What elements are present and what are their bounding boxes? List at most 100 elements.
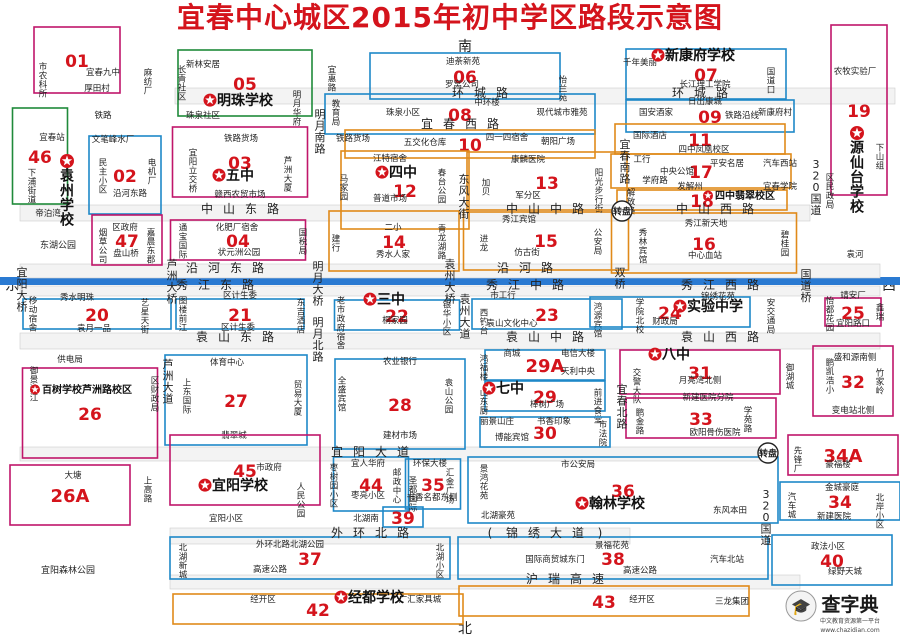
- svg-text:园: 园: [445, 405, 454, 415]
- district-number: 39: [391, 509, 415, 529]
- svg-text:局: 局: [826, 200, 835, 210]
- place-label: 外环北路北湖公园: [256, 539, 324, 550]
- svg-text:岭: 岭: [876, 385, 885, 396]
- district-09[interactable]: 09日出康城国安酒家新康府村铁路沿线: [625, 96, 795, 133]
- districts-layer: 01宜春九中厚田村铁路市农科所麻纺厂 05新林安居珠泉社区长青社区明月华府明珠学校…: [9, 24, 900, 625]
- district-border: [824, 297, 882, 327]
- district-05[interactable]: 05新林安居珠泉社区长青社区明月华府明珠学校: [177, 49, 313, 127]
- svg-text:0: 0: [813, 181, 820, 194]
- place-label: 新康府村: [758, 107, 793, 118]
- district-30[interactable]: 30丽景山庄博能宾馆书香印象市法院: [479, 416, 611, 448]
- svg-text:政: 政: [337, 313, 346, 324]
- district-38[interactable]: 38景福花苑国际商贸城东门汽车北站高速公路: [457, 536, 769, 580]
- svg-text:东: 东: [147, 245, 156, 256]
- district-18[interactable]: 18发解州宜春学院解放路四中翡翠校区: [616, 181, 797, 216]
- svg-text:山: 山: [528, 330, 540, 344]
- svg-text:公: 公: [99, 246, 108, 256]
- svg-text:袁: 袁: [681, 330, 693, 344]
- district-17[interactable]: 17工行平安名居汽车西站中央公馆学府路: [610, 153, 797, 189]
- svg-text:中: 中: [676, 201, 688, 216]
- svg-text:春: 春: [617, 395, 628, 408]
- svg-text:北: 北: [375, 526, 387, 540]
- svg-text:桥: 桥: [313, 295, 324, 308]
- district-number: 30: [533, 424, 557, 444]
- place-label-vertical: 下山组: [876, 144, 885, 172]
- svg-text:2: 2: [813, 170, 820, 183]
- svg-text:中: 中: [393, 485, 402, 496]
- svg-text:东: 东: [297, 298, 306, 309]
- svg-text:际: 际: [179, 250, 188, 260]
- place-label: 广汇家具城: [399, 594, 442, 605]
- svg-text:明: 明: [313, 260, 324, 273]
- svg-text:苑: 苑: [480, 490, 489, 501]
- svg-text:袁: 袁: [196, 330, 208, 344]
- svg-text:区: 区: [876, 520, 885, 530]
- road-label: 中山中路: [506, 201, 584, 216]
- svg-text:家: 家: [876, 377, 885, 388]
- place-label: 三龙集团: [715, 596, 749, 607]
- district-10[interactable]: 10铁路货场五交化仓库四一四宿舍朝阳广场: [336, 129, 596, 159]
- district-26[interactable]: 26供电局御景滨江区财政局百树学校芦洲路校区: [21, 354, 160, 459]
- svg-text:路: 路: [397, 525, 409, 540]
- svg-text:放: 放: [627, 197, 636, 208]
- svg-text:台: 台: [850, 169, 864, 186]
- svg-text:台: 台: [438, 177, 447, 188]
- district-39[interactable]: 39: [382, 506, 424, 529]
- school-name: 翰林学校: [589, 495, 646, 512]
- road-label-vertical: 双桥: [615, 266, 626, 291]
- svg-text:秀: 秀: [639, 228, 648, 239]
- svg-text:瑞: 瑞: [876, 312, 885, 323]
- svg-text:路: 路: [617, 418, 628, 431]
- svg-text:南: 南: [315, 131, 326, 144]
- district-36[interactable]: 36市公安局北湖豪苑东风本田景鸿花苑翰林学校: [467, 456, 779, 524]
- svg-text:科: 科: [39, 79, 48, 90]
- district-42[interactable]: 42经开区广汇家具城经都学校: [172, 589, 464, 625]
- svg-text:区: 区: [151, 377, 160, 387]
- district-29A[interactable]: 29A商城电信大楼天利中央鸿福楼: [480, 348, 606, 382]
- svg-text:队: 队: [633, 394, 642, 405]
- svg-text:区: 区: [99, 185, 108, 195]
- place-label: 靖安厂: [840, 290, 866, 301]
- district-08[interactable]: 08中环楼珠泉小区现代城市雅苑教育局: [324, 93, 596, 135]
- svg-text:场: 场: [446, 495, 455, 505]
- svg-text:上: 上: [144, 477, 153, 487]
- place-label: 珠泉小区: [386, 107, 421, 118]
- svg-text:厨: 厨: [480, 406, 489, 416]
